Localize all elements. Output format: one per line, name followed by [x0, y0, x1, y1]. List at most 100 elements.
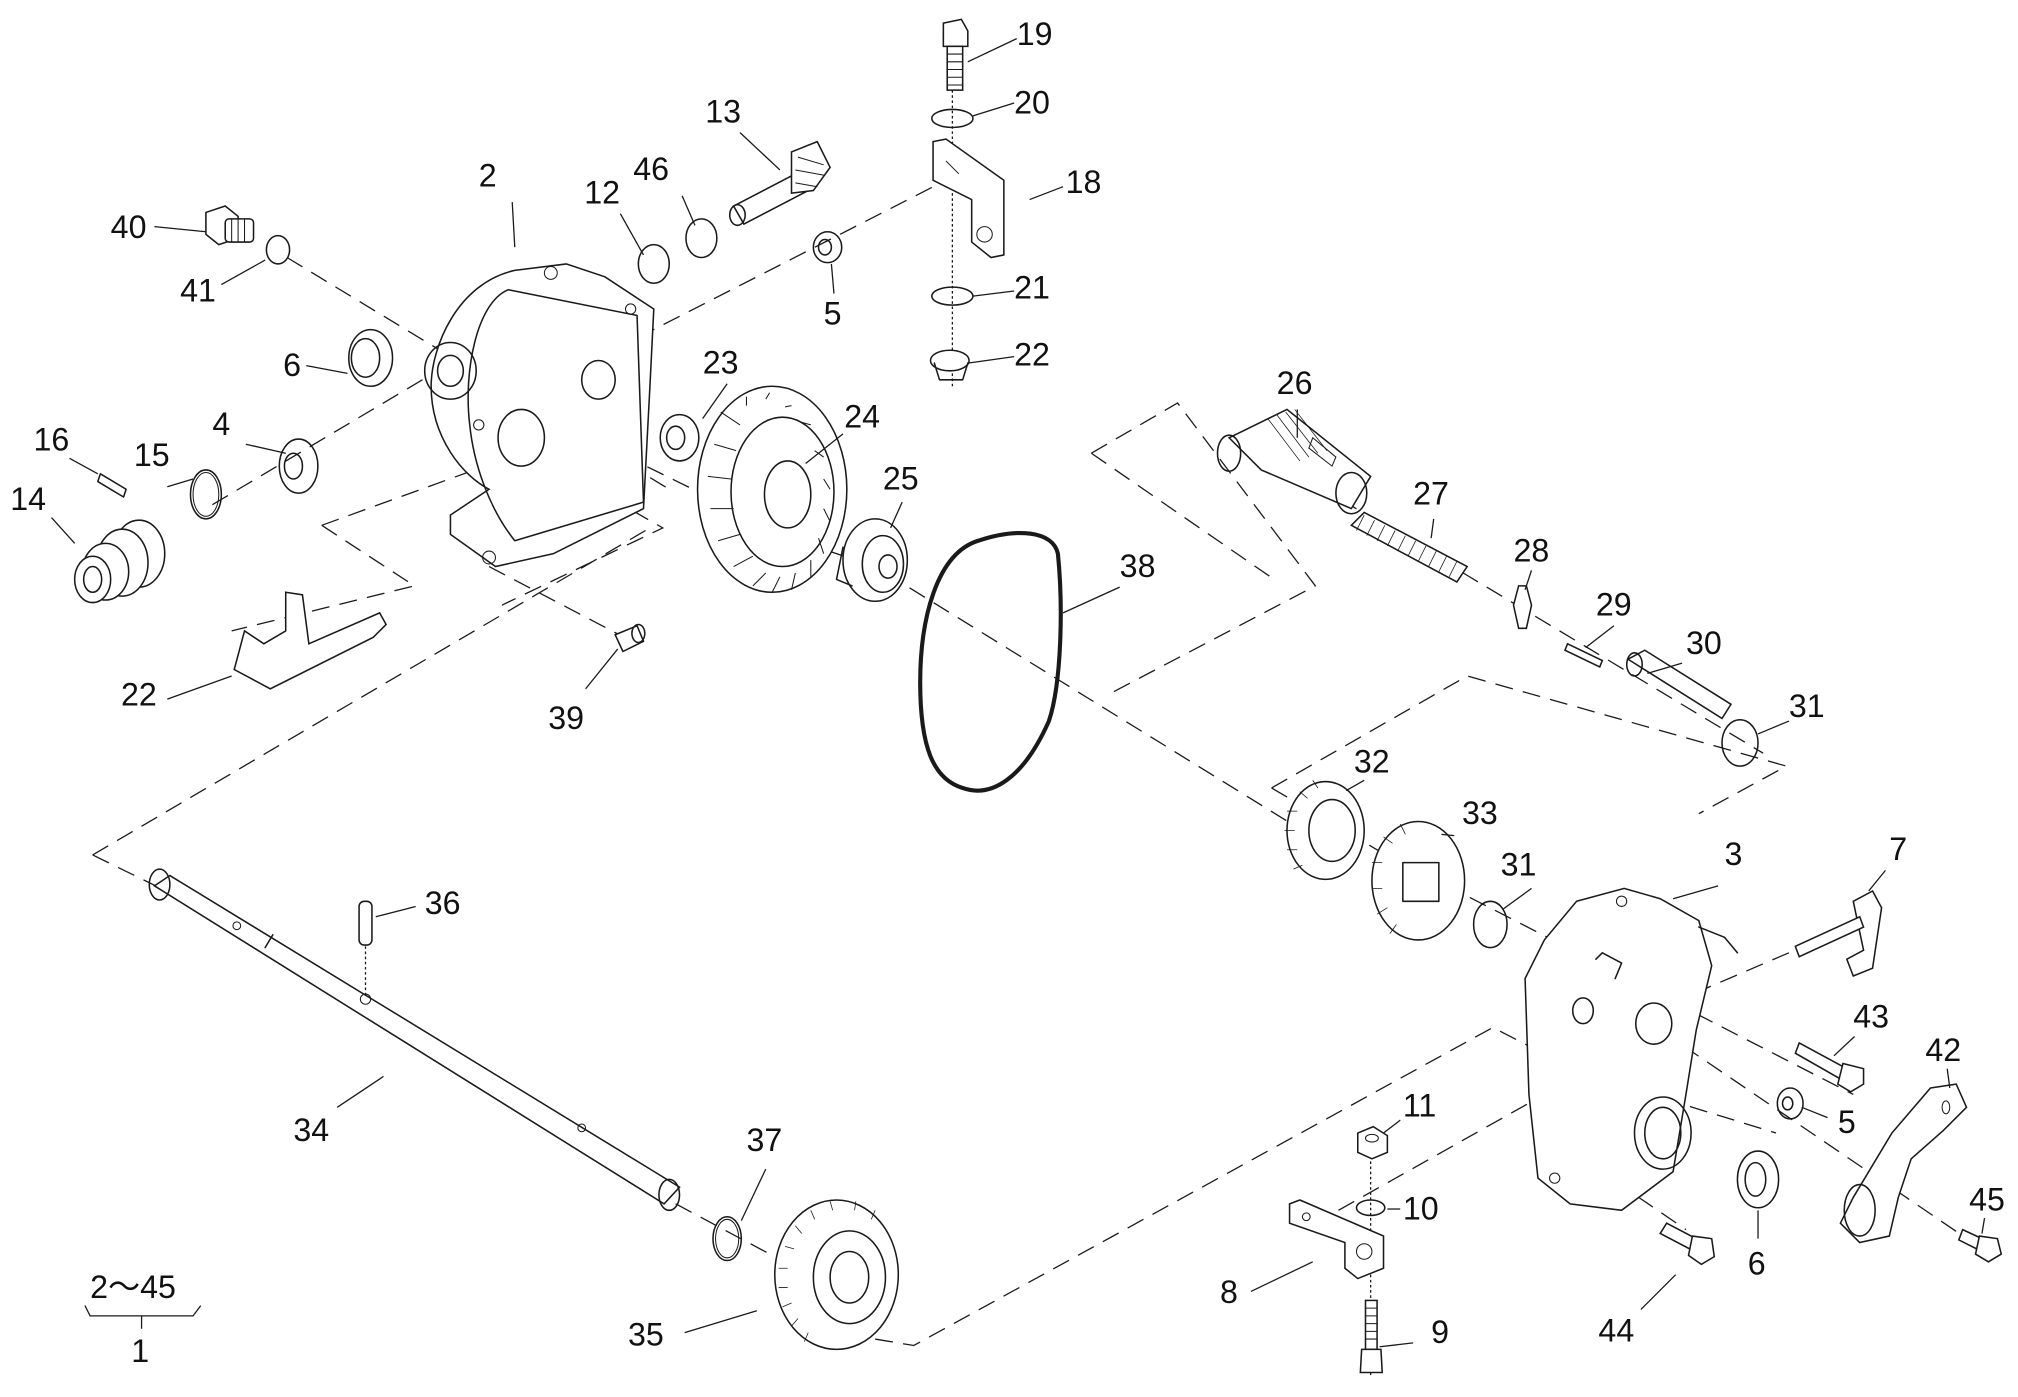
callout-45: 45 — [1969, 1181, 2005, 1217]
callout-33: 33 — [1462, 795, 1498, 831]
callout-13: 13 — [705, 93, 741, 129]
centerline-bracket-8 — [1338, 1093, 1545, 1211]
callout-40: 40 — [111, 209, 147, 245]
callout-22-nut: 22 — [1014, 337, 1050, 373]
bolt-upper-part — [942, 18, 969, 91]
callout-30: 30 — [1686, 625, 1722, 661]
assembly-bracket: 2～45 1 — [84, 1269, 202, 1369]
callout-32: 32 — [1354, 744, 1390, 780]
bevel-gear-part — [696, 385, 848, 594]
pin-part — [97, 473, 127, 498]
shim-washer-part — [637, 243, 671, 285]
callout-15: 15 — [134, 437, 170, 473]
callout-42: 42 — [1925, 1032, 1961, 1068]
clutch-dog-part — [835, 518, 909, 603]
callout-23: 23 — [703, 344, 739, 380]
callout-39: 39 — [548, 700, 584, 736]
callout-26: 26 — [1277, 365, 1313, 401]
centerline-bearing-4 — [212, 366, 445, 506]
bolt-case-upper-part — [1794, 1041, 1865, 1093]
callout-14: 14 — [10, 481, 46, 517]
shift-key-part — [1512, 585, 1533, 630]
bolt-case-lower-part — [1659, 1222, 1716, 1266]
cable-bracket-upper-part — [932, 138, 1005, 259]
callout-44: 44 — [1598, 1313, 1634, 1349]
callout-24: 24 — [844, 398, 880, 434]
flange-nut-part — [929, 349, 970, 381]
callout-27: 27 — [1413, 476, 1449, 512]
oil-seal-right-part — [1736, 1150, 1780, 1209]
callout-21: 21 — [1014, 270, 1050, 306]
centerline-axle-upper — [92, 527, 651, 856]
callout-20: 20 — [1014, 84, 1050, 120]
callout-35: 35 — [628, 1316, 664, 1352]
pulley-coupling-part — [73, 519, 166, 604]
callout-7: 7 — [1889, 831, 1907, 867]
cable-bracket-part — [1288, 1199, 1385, 1280]
callout-12: 12 — [584, 174, 620, 210]
assembly-number-label: 1 — [131, 1333, 149, 1369]
callout-37: 37 — [746, 1122, 782, 1158]
centerline-lower-return — [875, 1026, 1648, 1347]
drain-plug-part — [205, 205, 255, 246]
callout-9: 9 — [1431, 1314, 1449, 1350]
callout-16: 16 — [33, 422, 69, 458]
spur-gear-small-part — [1284, 780, 1365, 881]
callout-8: 8 — [1220, 1274, 1238, 1310]
washer-shaft-end-part — [1721, 718, 1759, 767]
callout-29: 29 — [1596, 586, 1632, 622]
thrust-washer-part — [659, 413, 700, 462]
callout-5-right: 5 — [1838, 1104, 1856, 1140]
callout-18: 18 — [1066, 164, 1102, 200]
callout-38: 38 — [1120, 548, 1156, 584]
oil-seal-left-part — [348, 328, 394, 388]
shift-lever-part — [1839, 1083, 1968, 1244]
pinion-shaft-part — [728, 140, 832, 227]
callout-34: 34 — [293, 1112, 329, 1148]
spring-pin-part — [358, 900, 373, 946]
callout-43: 43 — [1853, 998, 1889, 1034]
shift-fork-part — [233, 591, 388, 690]
callout-22-fork: 22 — [121, 677, 157, 713]
washer-upper-part — [931, 108, 974, 129]
nut-lower-part — [1357, 1125, 1389, 1160]
callout-4: 4 — [212, 406, 230, 442]
centerline-dowel — [488, 565, 625, 638]
washer-lower-part — [1355, 1199, 1386, 1217]
callout-36: 36 — [425, 885, 461, 921]
centerline-lever-bolt — [1659, 1029, 1983, 1250]
assembly-range-label: 2～45 — [90, 1269, 176, 1305]
o-ring-gasket-part — [918, 531, 1063, 793]
callout-6-left: 6 — [283, 347, 301, 383]
dowel-pin-part — [614, 623, 646, 653]
callout-3: 3 — [1725, 836, 1743, 872]
bracket-fork-1 — [231, 524, 417, 632]
centerline-pinion — [638, 179, 947, 338]
shift-arm-part — [1794, 889, 1883, 977]
callout-6-right: 6 — [1748, 1246, 1766, 1282]
bearing-part — [278, 438, 319, 494]
spur-gear-medium-part — [1371, 820, 1466, 941]
shift-rod-part — [1625, 649, 1733, 720]
centerline-axle-gear — [675, 1203, 773, 1256]
callout-31-end: 31 — [1789, 688, 1825, 724]
brace-line — [84, 1305, 202, 1317]
washer-gear-part — [1472, 900, 1508, 949]
callout-2: 2 — [479, 158, 497, 194]
callout-19: 19 — [1017, 16, 1053, 52]
leader-lines — [51, 38, 1986, 1348]
bearing-upper-part — [812, 230, 843, 264]
centerline-axle-left — [92, 854, 162, 889]
gear-case-left-part — [423, 263, 655, 568]
shim-part — [685, 218, 718, 259]
pin-small-part — [1563, 642, 1604, 669]
callout-25: 25 — [883, 460, 919, 496]
callout-labels: 2 3 4 5 5 6 6 7 8 9 10 11 12 13 14 15 16… — [10, 16, 2005, 1352]
callout-31-gear: 31 — [1501, 847, 1537, 883]
bearing-right-part — [1776, 1087, 1804, 1120]
gear-case-right-part — [1524, 887, 1739, 1212]
bracket-gears — [1271, 675, 1789, 815]
bolt-lower-part — [1359, 1299, 1384, 1374]
splined-shaft-part — [1216, 408, 1372, 515]
